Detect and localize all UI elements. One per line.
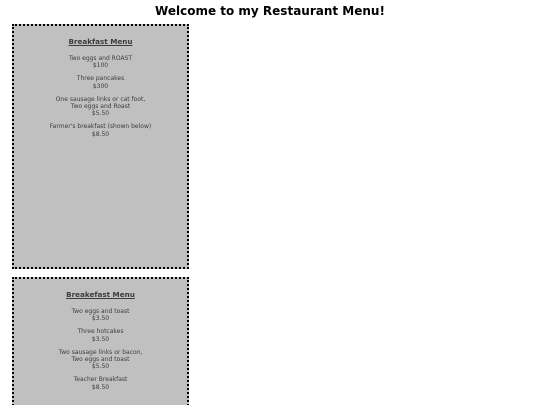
menu-item-price: $5.50 [91,363,110,371]
menu-item-price: $100 [92,62,109,70]
menu-item: Two eggs and toast $3.50 [14,308,187,322]
menu-item: Two sausage links or bacon, Two eggs and… [14,349,187,371]
menu-item-name: Two eggs and ROAST [68,55,133,62]
menu-item-price: $8.50 [91,383,110,391]
menu-item-price: $3.50 [91,335,110,343]
menu-item-name: Three pancakes [76,75,125,83]
menu-item-name: Teacher Breakfast [73,376,128,384]
menu-heading: Breakefast Menu [66,290,135,299]
menu-item-name: Two sausage links or bacon, Two eggs and… [58,348,143,364]
menu-item-price: $5.50 [91,110,110,118]
menu-item-price: $3.50 [91,315,110,323]
menu-item-name: Three hotcakes [77,328,124,336]
page-title: Welcome to my Restaurant Menu! [155,4,385,18]
menu-item: Farmer's breakfast (shown below) $8.50 [14,123,187,137]
menu-item-price: $300 [92,82,109,90]
menu-item-price: $8.50 [91,130,110,138]
menu-heading: Breakfast Menu [68,37,133,46]
menu-item: Three pancakes $300 [14,75,187,89]
menu-item-name: Farmer's breakfast (shown below) [49,123,152,131]
menu-item-name: One sausage links or cat foot, Two eggs … [55,95,146,111]
breakefast-menu-box: Breakefast Menu Two eggs and toast $3.50… [12,277,189,405]
menu-item-name: Two eggs and toast [71,308,130,315]
breakfast-menu-box: Breakfast Menu Two eggs and ROAST $100 T… [12,24,189,269]
menu-item: Three hotcakes $3.50 [14,328,187,342]
menu-item: Teacher Breakfast $8.50 [14,376,187,390]
menu-item: Two eggs and ROAST $100 [14,55,187,69]
menu-item: One sausage links or cat foot, Two eggs … [14,96,187,118]
